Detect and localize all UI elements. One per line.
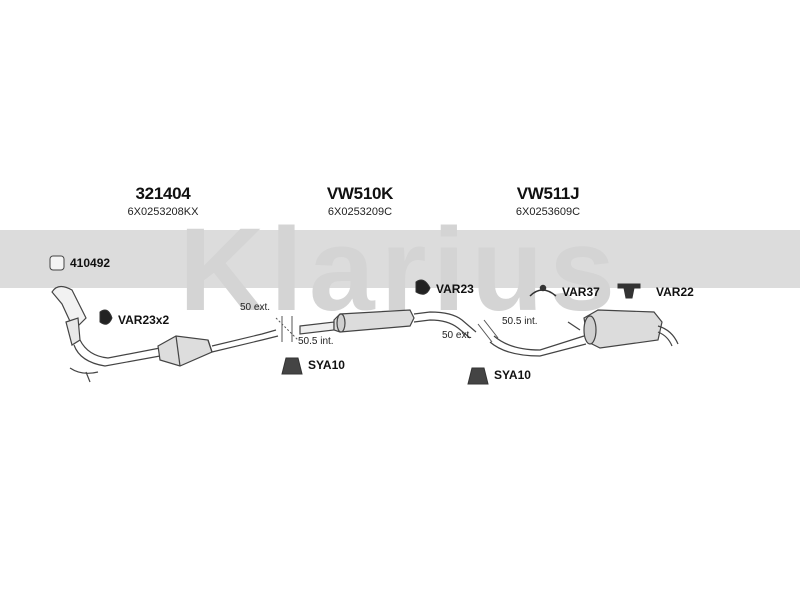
hanger-mid-icon bbox=[415, 279, 431, 295]
section-2-reference: 6X0253209C bbox=[327, 206, 393, 218]
hanger-rear-b-icon bbox=[617, 283, 641, 299]
gasket-label: 410492 bbox=[70, 256, 111, 270]
section-1-part-number: 321404 bbox=[135, 184, 191, 203]
hanger-rear-a-icon bbox=[529, 284, 557, 297]
catalytic-converter bbox=[157, 329, 279, 367]
note-ext-a: 50 ext. bbox=[240, 302, 271, 313]
section-3-reference: 6X0253609C bbox=[515, 206, 581, 218]
note-int-b: 50.5 int. bbox=[502, 316, 538, 327]
note-ext-b: 50 ext. bbox=[442, 330, 473, 341]
gasket-icon bbox=[49, 255, 65, 271]
rear-silencer bbox=[489, 309, 679, 357]
clamp-icon bbox=[99, 309, 113, 325]
middle-silencer bbox=[299, 309, 477, 339]
section-2-part-number: VW510K bbox=[326, 184, 394, 203]
section-3-part-number: VW511J bbox=[516, 184, 580, 203]
front-downpipe bbox=[51, 285, 161, 383]
joint-b-marks bbox=[477, 319, 499, 343]
clamp-front-label: VAR23x2 bbox=[118, 313, 170, 327]
note-int-a: 50.5 int. bbox=[298, 336, 334, 347]
sleeve-a-label: SYA10 bbox=[308, 358, 345, 372]
hanger-rear-a-label: VAR37 bbox=[562, 285, 600, 299]
hanger-mid-label: VAR23 bbox=[436, 282, 474, 296]
section-1-reference: 6X0253208KX bbox=[127, 206, 199, 218]
hanger-rear-b-label: VAR22 bbox=[656, 285, 694, 299]
watermark-logo: Klarius bbox=[0, 204, 800, 336]
sleeve-b-label: SYA10 bbox=[494, 368, 531, 382]
sleeve-b-icon bbox=[467, 367, 489, 385]
sleeve-a-icon bbox=[281, 357, 303, 375]
joint-a-marks bbox=[275, 316, 299, 342]
